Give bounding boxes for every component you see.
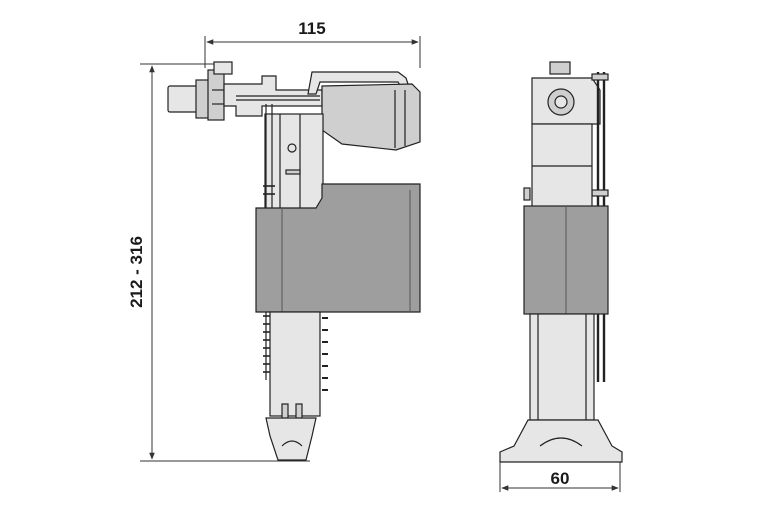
- side-view: [499, 61, 623, 463]
- riser-upper: [264, 113, 324, 211]
- side-base: [499, 419, 623, 463]
- side-riser-upper: [531, 123, 593, 211]
- dimension-top-width: 115: [204, 19, 421, 68]
- lower-riser-ribs: [322, 317, 328, 391]
- side-riser-lower: [529, 313, 595, 421]
- front-view: [167, 61, 421, 461]
- dimension-label-115: 115: [298, 19, 325, 38]
- riser-lower: [269, 311, 321, 417]
- dimension-label-60: 60: [551, 469, 570, 488]
- dimension-height: 212 - 316: [127, 63, 310, 462]
- dimension-base-width: 60: [499, 462, 621, 492]
- dimension-label-height: 212 - 316: [127, 236, 146, 308]
- inlet-connector: [167, 85, 199, 113]
- front-base: [265, 417, 317, 461]
